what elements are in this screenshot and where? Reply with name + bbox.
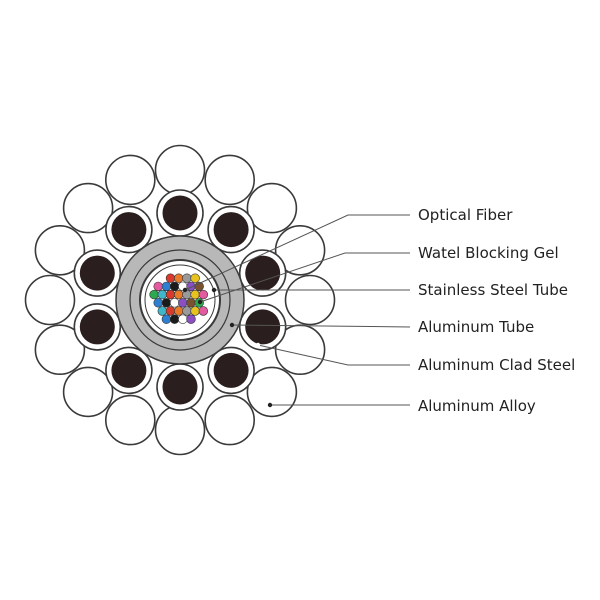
aluminum-alloy-wire xyxy=(24,274,76,326)
optical-fiber xyxy=(161,298,172,308)
steel-core xyxy=(111,212,147,248)
steel-core xyxy=(79,255,115,291)
leader-line-aluminum-tube xyxy=(231,324,411,328)
aluminum-alloy-outer-ring xyxy=(24,144,336,456)
optical-fiber xyxy=(169,298,180,308)
aluminum-alloy-wire xyxy=(274,225,326,276)
optical-fiber xyxy=(169,314,180,324)
label-aluminum-alloy: Aluminum Alloy xyxy=(418,397,536,415)
aluminum-alloy-wire xyxy=(284,274,336,326)
optical-fiber xyxy=(165,289,176,300)
leader-dot xyxy=(267,402,273,408)
optical-fiber xyxy=(153,298,163,308)
optical-fiber xyxy=(174,289,184,300)
steel-core xyxy=(79,309,115,345)
aluminum-clad-steel-inner-ring xyxy=(73,189,287,411)
leader-line-optical-fiber xyxy=(184,214,410,291)
aluminum-alloy-wire xyxy=(274,324,326,376)
optical-fiber xyxy=(161,281,172,292)
aluminum-alloy-wire xyxy=(154,144,206,196)
label-optical-fiber: Optical Fiber xyxy=(418,206,513,224)
steel-core xyxy=(111,352,147,388)
optical-fiber xyxy=(186,314,196,324)
aluminum-alloy-wire xyxy=(246,182,298,234)
label-aluminum-tube: Aluminum Tube xyxy=(418,318,535,336)
optical-fiber xyxy=(157,289,168,300)
aluminum-alloy-wire xyxy=(34,324,86,376)
steel-core xyxy=(213,352,249,388)
leader-line-aluminum-clad-steel xyxy=(257,344,410,366)
leader-dot xyxy=(229,322,235,328)
aluminum-alloy-wire xyxy=(105,154,156,206)
optical-fiber xyxy=(178,298,188,308)
optical-fiber xyxy=(186,298,196,308)
label-aluminum-clad-steel: Aluminum Clad Steel xyxy=(418,356,576,374)
steel-core xyxy=(162,369,198,405)
optical-fiber xyxy=(153,281,163,292)
aluminum-alloy-wire xyxy=(62,182,114,234)
leader-dot xyxy=(182,287,188,293)
optical-fiber xyxy=(190,273,200,283)
optical-fiber xyxy=(178,314,188,324)
leader-dot xyxy=(255,342,261,348)
leader-endpoints xyxy=(182,287,273,408)
leader-dot xyxy=(211,287,217,293)
optical-fiber xyxy=(198,289,209,300)
steel-core xyxy=(245,309,281,345)
aluminum-alloy-wire xyxy=(204,394,255,446)
optical-fiber xyxy=(165,306,176,316)
optical-fiber xyxy=(165,273,176,283)
steel-core xyxy=(162,195,198,231)
steel-core xyxy=(213,212,249,248)
optical-fiber xyxy=(169,281,180,292)
label-water-blocking-gel: Watel Blocking Gel xyxy=(418,244,559,262)
aluminum-alloy-wire xyxy=(154,404,206,456)
leader-line-water-blocking-gel xyxy=(199,252,410,303)
aluminum-alloy-wire xyxy=(34,225,86,276)
optical-fiber xyxy=(182,273,192,283)
label-stainless-steel-tube: Stainless Steel Tube xyxy=(418,281,568,299)
leader-lines xyxy=(184,214,411,406)
optical-fiber xyxy=(149,289,159,300)
aluminum-alloy-wire xyxy=(105,394,156,446)
optical-fiber xyxy=(186,281,196,292)
optical-fiber xyxy=(198,306,209,316)
leader-dot xyxy=(197,299,203,305)
optical-fiber xyxy=(161,314,172,324)
optical-fiber xyxy=(174,273,184,283)
optical-fiber xyxy=(190,289,200,300)
aluminum-alloy-wire xyxy=(246,366,298,418)
aluminum-alloy-wire xyxy=(204,154,255,206)
aluminum-tube-inner-edge xyxy=(129,249,231,351)
optical-fiber xyxy=(182,306,192,316)
optical-fiber xyxy=(174,306,184,316)
aluminum-alloy-wire xyxy=(62,366,114,418)
optical-fiber xyxy=(190,306,200,316)
optical-fiber xyxy=(157,306,168,316)
steel-core xyxy=(245,255,281,291)
